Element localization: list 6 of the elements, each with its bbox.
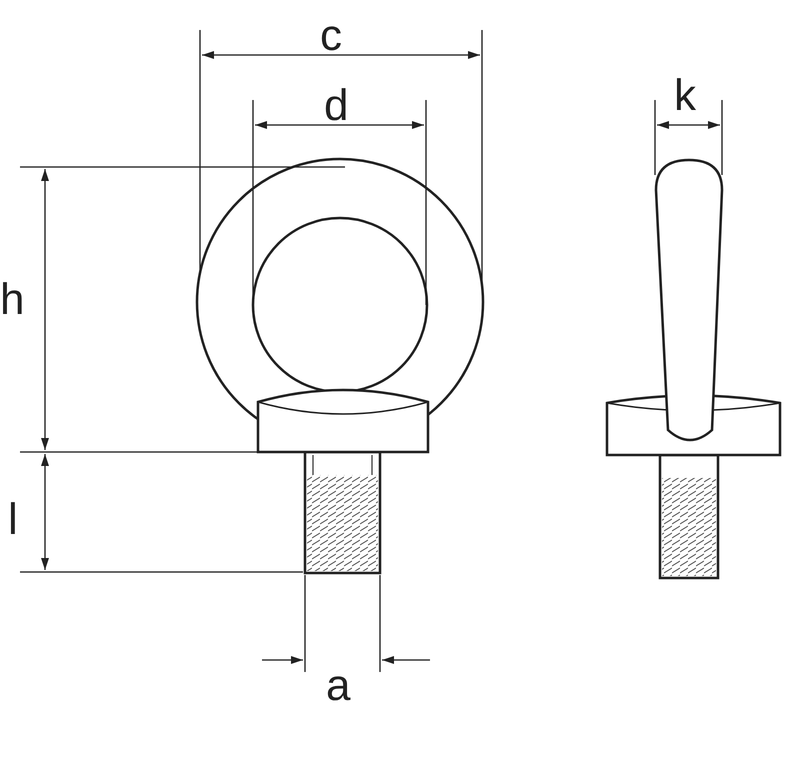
dimension-label: d bbox=[324, 84, 348, 128]
dimension-label: h bbox=[0, 278, 24, 322]
dimension-label: c bbox=[320, 14, 342, 58]
dimension-label: a bbox=[326, 664, 350, 708]
dimension-label: k bbox=[674, 74, 696, 118]
dimension-label: l bbox=[8, 498, 18, 542]
